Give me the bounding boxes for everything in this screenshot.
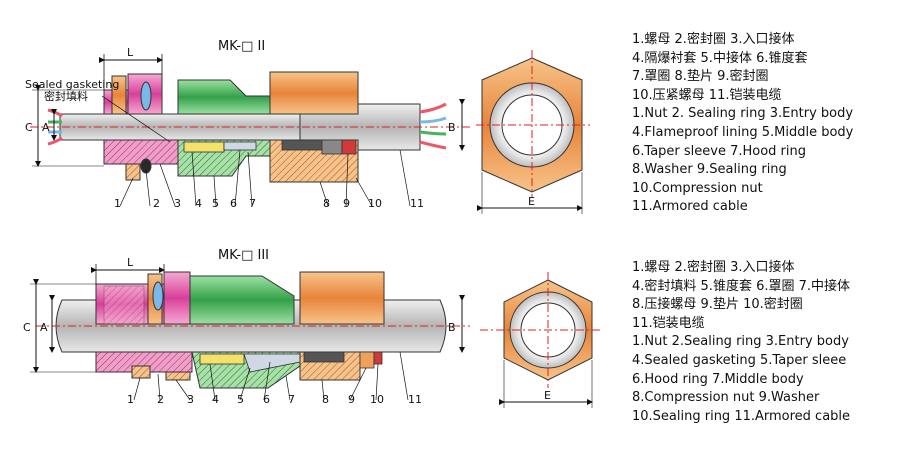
callout-leader (101, 95, 171, 143)
part-number: 2 (157, 393, 164, 406)
part-number: 7 (288, 393, 295, 406)
middle-body (189, 275, 295, 325)
legend-line: 4.密封填料 5.锥度套 6.罩圈 7.中接体 (632, 278, 851, 294)
dim-label-e: E (544, 389, 551, 402)
part-number: 3 (187, 393, 194, 406)
part-number: 4 (195, 197, 202, 210)
legend-line: 1.螺母 2.密封圈 3.入口接体 (632, 260, 795, 275)
legend-line: 8.Compression nut 9.Washer (632, 390, 820, 406)
part-number: 5 (212, 197, 219, 210)
entry-thread (103, 285, 145, 325)
legend-line: 11.铠装电缆 (632, 315, 705, 331)
washer-section (165, 371, 191, 381)
end-view-hex (476, 50, 590, 214)
part-number: 7 (249, 197, 256, 210)
legend-line: 4.Sealed gasketing 5.Taper sleee (632, 352, 847, 368)
compression-nut (299, 271, 385, 325)
legend-line: 10.压紧螺母 11.铠装电缆 (632, 87, 782, 103)
legend-line: 1.Nut 2. Sealing ring 3.Entry body (632, 106, 854, 122)
taper-sleeve (223, 141, 257, 151)
callout-sealed-gasketing-cn: 密封填料 (44, 89, 88, 103)
end-view-hex (480, 272, 600, 408)
legend-line: 6.Taper sleeve 7.Hood ring (632, 143, 807, 159)
dim-label-l: L (127, 256, 134, 269)
entry-body-hex (163, 271, 191, 325)
legend-line: 4.Flameproof lining 5.Middle body (632, 124, 854, 140)
part-number: 9 (343, 197, 350, 210)
sealed-gasketing (199, 353, 245, 365)
dim-label-e: E (528, 195, 535, 208)
dim-label-a: A (42, 121, 50, 134)
legend-line: 8.Washer 9.Sealing ring (632, 162, 787, 178)
callout-sealed-gasketing: Sealed gasketing (25, 78, 119, 91)
part-leaders (133, 351, 409, 401)
cable-wire (419, 130, 447, 136)
diagram-mk-iii: MK-□ III L C (23, 248, 600, 408)
compression-nut (269, 71, 359, 115)
part-numbers: 1 2 3 4 5 6 7 8 9 10 11 (114, 197, 424, 210)
part-number: 6 (263, 393, 270, 406)
dim-label-b: B (448, 321, 456, 334)
hood-ring (281, 139, 323, 151)
parts-legend: 1.螺母 2.密封圈 3.入口接体 4.隔爆衬套 5.中接体 6.锥度套 7.罩… (632, 31, 853, 217)
dim-label-c: C (23, 321, 31, 334)
cable-wire (419, 116, 447, 124)
diagram-mk-ii: MK-□ II (25, 39, 590, 214)
nut-section (125, 163, 141, 181)
legend-line: 7.罩圈 8.垫片 9.密封圈 (632, 69, 769, 85)
legend-line: 10.Compression nut (632, 180, 763, 196)
legend-line: 1.Nut 2.Sealing ring 3.Entry body (632, 334, 849, 350)
part-number: 5 (237, 393, 244, 406)
washer (321, 139, 343, 155)
part-number: 2 (153, 197, 160, 210)
middle-body (177, 79, 271, 115)
legend-line: 4.隔爆衬套 5.中接体 6.锥度套 (632, 50, 808, 66)
legend-line: 6.Hood ring 7.Middle body (632, 371, 804, 387)
part-number: 9 (348, 393, 355, 406)
cable-wire (47, 136, 63, 146)
dim-label-a: A (40, 321, 48, 334)
flameproof-lining (183, 141, 225, 153)
dim-label-l: L (127, 46, 134, 59)
legend-line: 10.Sealing ring 11.Armored cable (632, 408, 851, 424)
cable-wire (419, 140, 447, 150)
sealing-ring-10 (373, 351, 383, 365)
sealing-ring (140, 81, 152, 111)
part-number: 11 (410, 197, 424, 210)
dim-label-c: C (25, 121, 33, 134)
part-number: 10 (370, 393, 384, 406)
part-number: 3 (174, 197, 181, 210)
legend-line: 11.Armored cable (632, 199, 748, 215)
part-number: 10 (368, 197, 382, 210)
dim-label-b: B (448, 121, 456, 134)
part-number: 1 (127, 393, 134, 406)
cable-wire (419, 102, 447, 114)
diagram-title: MK-□ III (218, 248, 269, 263)
nut-section (131, 365, 151, 379)
part-leaders (119, 149, 411, 207)
nut (111, 75, 127, 115)
legend-line: 8.压接螺母 9.垫片 10.密封圈 (632, 297, 803, 313)
sealing-ring-9 (341, 139, 357, 155)
part-number: 11 (408, 393, 422, 406)
part-number: 8 (322, 393, 329, 406)
washer (359, 351, 375, 369)
cable-wire (47, 108, 63, 118)
part-numbers: 1 2 3 4 5 6 7 8 9 10 11 (127, 393, 422, 406)
part-number: 1 (114, 197, 121, 210)
part-number: 6 (230, 197, 237, 210)
legend-line: 1.螺母 2.密封圈 3.入口接体 (632, 32, 795, 47)
sealing-ring (152, 281, 164, 311)
parts-legend: 1.螺母 2.密封圈 3.入口接体 4.密封填料 5.锥度套 6.罩圈 7.中接… (632, 259, 850, 426)
part-number: 4 (212, 393, 219, 406)
diagram-title: MK-□ II (218, 39, 265, 54)
part-number: 8 (323, 197, 330, 210)
hood-ring (303, 351, 345, 363)
